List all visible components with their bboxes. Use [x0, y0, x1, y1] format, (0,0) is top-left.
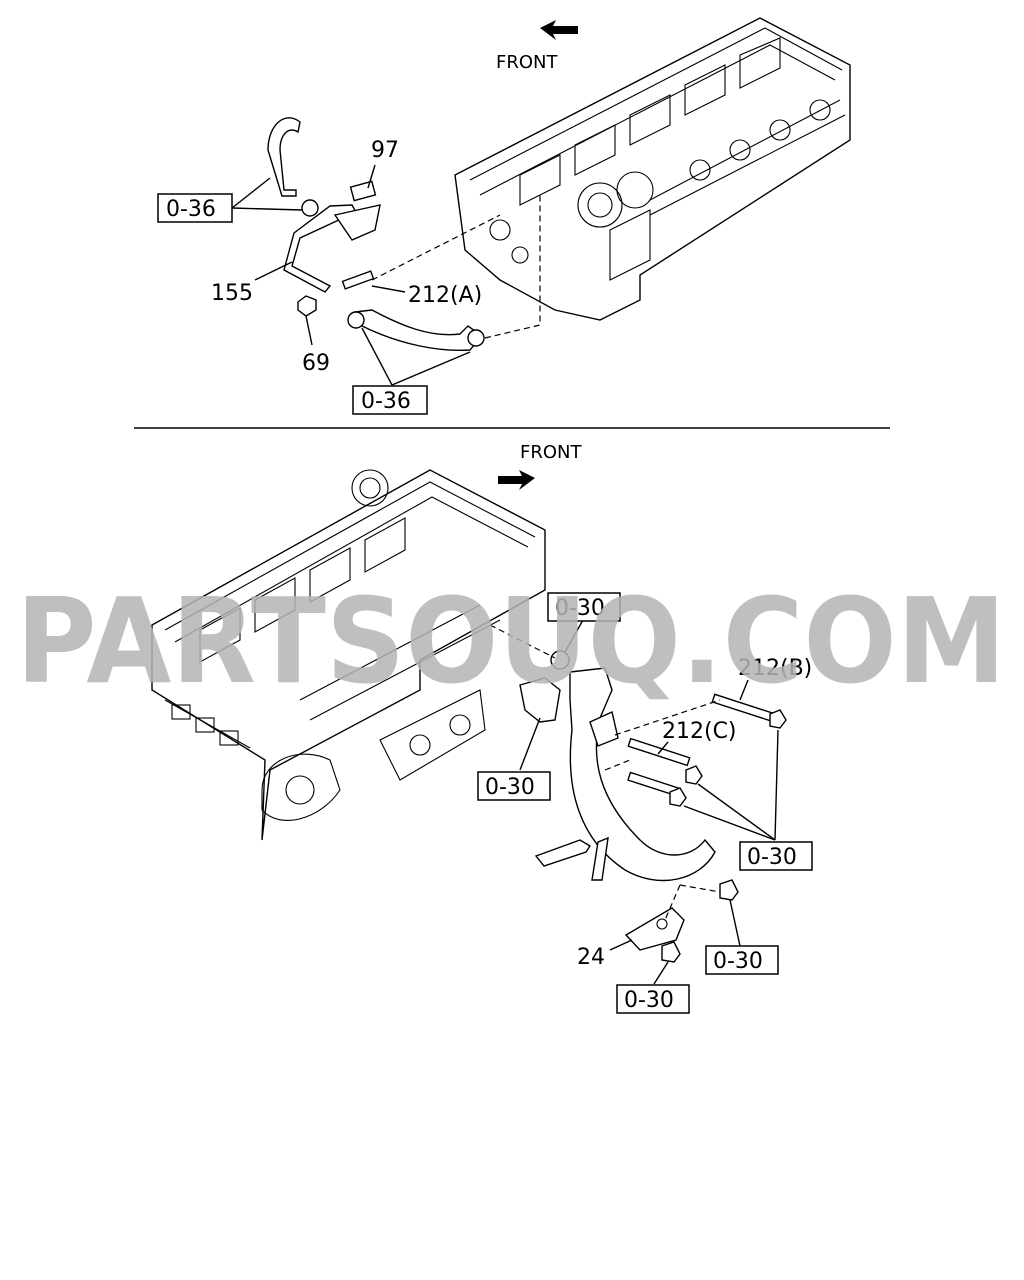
leader-030-right-a: [774, 729, 779, 841]
water-pipe: [569, 667, 716, 882]
bracket-24: [624, 907, 685, 951]
ref-box-030-gasket: 0-30: [477, 771, 551, 801]
hose-clamp-left: [347, 311, 365, 329]
lower-hose: [354, 309, 484, 352]
ref-box-030-bracket: 0-30: [616, 984, 690, 1014]
bolt-97: [349, 180, 377, 202]
svg-text:0-30: 0-30: [485, 775, 535, 800]
leader-69: [305, 315, 313, 346]
part-label-155: 155: [211, 281, 253, 306]
water-pipe-flange: [589, 711, 619, 747]
leader-030-lower: [729, 899, 741, 947]
stud-212a: [341, 270, 375, 290]
cylinder-head-bottom: [151, 469, 546, 841]
svg-text:0-36: 0-36: [166, 197, 216, 222]
ref-box-030-lower: 0-30: [705, 945, 779, 975]
svg-text:0-30: 0-30: [555, 596, 605, 621]
front-arrow-bottom-icon: [498, 470, 535, 490]
front-arrow-icon: [540, 20, 578, 40]
leader-030-gasket: [519, 717, 541, 771]
part-label-212b: 212(B): [738, 656, 812, 681]
top-panel: FRONT: [157, 17, 851, 415]
bottom-dash-line-1: [489, 624, 556, 659]
bottom-dash-line-4: [679, 884, 721, 893]
bottom-dash-line-3: [604, 759, 631, 771]
svg-text:0-30: 0-30: [747, 845, 797, 870]
top-dash-line-1: [371, 214, 501, 281]
part-label-212c: 212(C): [662, 719, 737, 744]
small-stub: [591, 836, 609, 881]
front-label: FRONT: [496, 52, 558, 73]
top-dash-line-2: [484, 195, 541, 339]
leader-155: [254, 261, 293, 281]
front-label-bottom: FRONT: [520, 442, 582, 463]
leader-212a: [371, 285, 406, 293]
leader-030-oring: [564, 619, 584, 653]
hose-clamp-upper: [301, 199, 319, 217]
ref-box-036-upper: 0-36: [157, 193, 233, 223]
bottom-panel: FRONT: [151, 442, 813, 1014]
ref-box-030-oring: 0-30: [547, 592, 621, 622]
bolt-lower-3: [661, 941, 681, 963]
leader-212c: [657, 741, 669, 755]
part-label-97: 97: [371, 138, 399, 163]
nut-212b: [769, 709, 787, 729]
leader-24: [609, 939, 633, 951]
leader-212b: [739, 679, 749, 701]
gasket: [519, 677, 561, 723]
hose-clamp-right: [467, 329, 485, 347]
nut-69: [297, 295, 317, 317]
leader-036-top-a: [231, 177, 271, 209]
bolt-lower-2: [719, 879, 739, 901]
nut-212c: [685, 765, 703, 785]
side-pipe: [534, 839, 591, 867]
bracket-24-hole: [656, 918, 668, 930]
svg-text:0-30: 0-30: [624, 988, 674, 1013]
part-label-69: 69: [302, 351, 330, 376]
leader-030-bracket: [653, 961, 669, 985]
ref-box-036-lower: 0-36: [352, 385, 428, 415]
svg-text:0-30: 0-30: [713, 949, 763, 974]
leader-030-right-c: [683, 805, 776, 841]
bottom-dash-line-5: [664, 884, 681, 921]
leader-036-bot-a: [361, 327, 393, 386]
watermark: PARTSOUQ.COM: [16, 572, 1006, 710]
part-label-24: 24: [577, 945, 605, 970]
cylinder-head-top: [454, 17, 851, 321]
part-label-212a: 212(A): [408, 283, 482, 308]
bolt-lower-1-head: [669, 787, 687, 807]
leader-030-right-b: [697, 783, 776, 841]
svg-text:0-36: 0-36: [361, 389, 411, 414]
bottom-dash-line-2: [614, 699, 721, 736]
leader-97: [367, 164, 376, 189]
upper-hose: [267, 117, 301, 197]
leader-036-top-b: [231, 207, 303, 211]
leader-036-bot-b: [391, 351, 471, 386]
o-ring: [550, 650, 570, 670]
bracket-plate: [333, 204, 381, 241]
ref-box-030-right: 0-30: [739, 841, 813, 871]
